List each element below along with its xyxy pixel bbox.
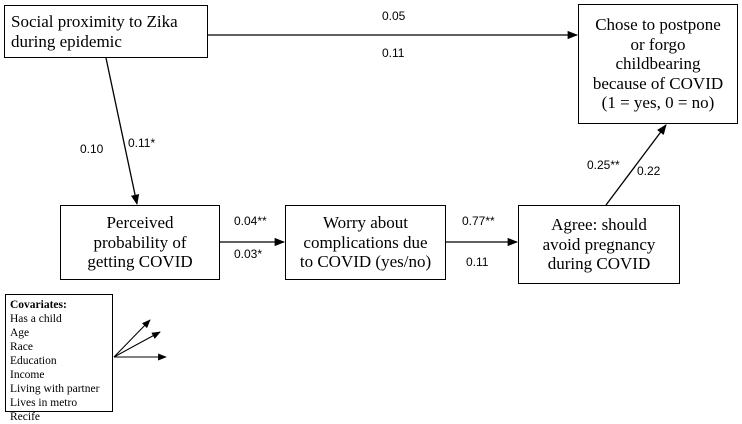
- node-chose-postpone: Chose to postpone or forgo childbearing …: [578, 4, 738, 124]
- coef-worry-agree-top: 0.77**: [462, 214, 495, 228]
- covariate-item: Age: [10, 327, 30, 340]
- node-worry-line-2: complications due: [303, 232, 428, 252]
- covariate-item: Race: [10, 341, 33, 354]
- node-perceived-line-3: getting COVID: [87, 252, 193, 272]
- node-social-line-1: Social proximity to Zika: [11, 11, 178, 31]
- coef-social-perceived-right: 0.11*: [128, 136, 156, 150]
- arrow-covariates-1: [113, 319, 151, 358]
- node-worry-complications: Worry about complications due to COVID (…: [285, 205, 446, 280]
- node-agree-line-3: during COVID: [547, 254, 651, 274]
- coef-perceived-worry-bottom: 0.03*: [234, 247, 263, 261]
- coef-agree-chose-left: 0.25**: [587, 158, 620, 172]
- node-agree-line-2: avoid pregnancy: [542, 234, 656, 254]
- node-agree-line-1: Agree: should: [551, 215, 647, 235]
- coef-social-chose-bottom: 0.11: [382, 46, 405, 60]
- coef-agree-chose-right: 0.22: [637, 164, 661, 178]
- arrow-covariates-2: [113, 331, 161, 358]
- coef-perceived-worry-top: 0.04**: [234, 214, 267, 228]
- node-perceived-probability: Perceived probability of getting COVID: [60, 205, 220, 280]
- node-perceived-line-2: probability of: [93, 232, 187, 252]
- node-perceived-line-1: Perceived: [106, 213, 174, 233]
- covariate-item: Education: [10, 355, 57, 368]
- coef-worry-agree-bottom: 0.11: [466, 255, 489, 269]
- node-worry-line-1: Worry about: [322, 213, 408, 233]
- covariate-item: Living with partner: [10, 383, 100, 396]
- node-social-line-2: during epidemic: [11, 31, 122, 51]
- node-social-proximity: Social proximity to Zika during epidemic: [4, 5, 208, 58]
- node-worry-line-3: to COVID (yes/no): [299, 252, 432, 272]
- covariate-item: Lives in metro Recife: [10, 397, 78, 424]
- node-agree-avoid-pregnancy: Agree: should avoid pregnancy during COV…: [518, 205, 680, 284]
- coef-social-perceived-left: 0.10: [80, 142, 104, 156]
- node-chose-line-2: or forgo: [630, 34, 686, 54]
- covariates-box: Covariates: Has a child Age Race Educati…: [5, 294, 113, 423]
- node-chose-line-3: childbearing: [615, 54, 701, 74]
- node-chose-line-4: because of COVID: [592, 73, 724, 93]
- node-chose-line-5: (1 = yes, 0 = no): [601, 93, 715, 113]
- coef-social-chose-top: 0.05: [382, 9, 406, 23]
- covariate-item: Income: [10, 369, 45, 382]
- covariates-title: Covariates:: [10, 299, 67, 311]
- node-chose-line-1: Chose to postpone: [595, 15, 721, 35]
- arrow-social-to-perceived: [105, 57, 140, 206]
- covariate-item: Has a child: [10, 313, 62, 326]
- arrow-agree-to-chose: [605, 124, 667, 206]
